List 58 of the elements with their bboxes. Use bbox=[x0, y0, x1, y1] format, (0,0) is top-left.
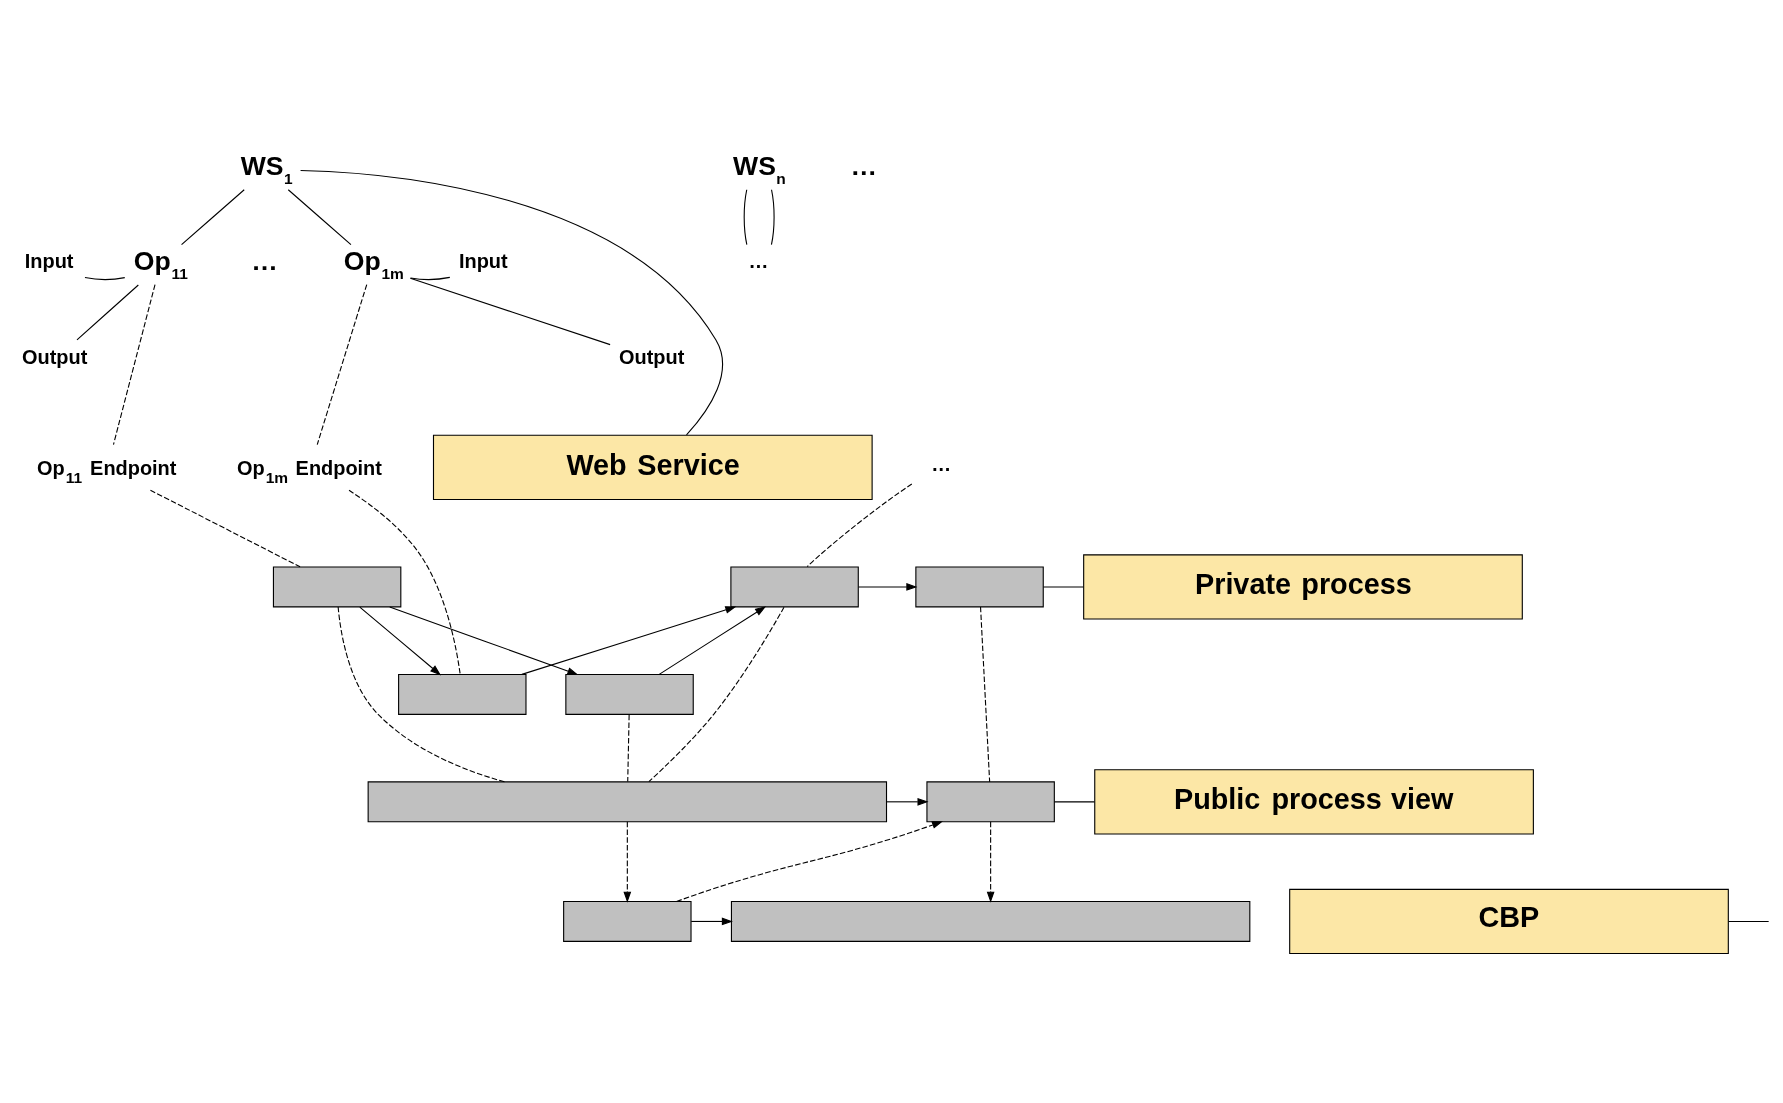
node-bar bbox=[367, 781, 888, 823]
connector bbox=[149, 489, 301, 568]
node-box bbox=[398, 673, 527, 715]
connector bbox=[181, 189, 245, 246]
node-text: Input bbox=[24, 250, 74, 273]
connector bbox=[337, 606, 506, 783]
node-box bbox=[565, 673, 694, 715]
node-text: Op$_{1m}$ bbox=[343, 246, 404, 282]
arrow bbox=[623, 821, 632, 903]
connector bbox=[806, 483, 913, 568]
node-box bbox=[730, 566, 859, 608]
node-box bbox=[926, 781, 1055, 823]
node-box bbox=[272, 566, 402, 608]
node-text: … bbox=[931, 453, 952, 476]
connector bbox=[648, 606, 785, 783]
label: … bbox=[850, 151, 878, 182]
node-text: Input bbox=[458, 250, 508, 273]
connector bbox=[316, 284, 368, 446]
node-box: Private process bbox=[1083, 554, 1523, 620]
arrow bbox=[857, 583, 918, 591]
arrow bbox=[675, 821, 943, 903]
connector bbox=[76, 284, 139, 341]
arrow bbox=[389, 606, 579, 675]
node-box: Public process view bbox=[1094, 769, 1534, 835]
connector bbox=[409, 277, 611, 346]
node-text: Output bbox=[22, 345, 88, 368]
connector bbox=[743, 189, 748, 246]
connector bbox=[348, 489, 461, 675]
arrow bbox=[658, 606, 767, 675]
arrow bbox=[359, 606, 442, 676]
connector bbox=[1042, 586, 1084, 588]
node-text: Output bbox=[619, 345, 685, 368]
arrow bbox=[986, 821, 995, 903]
arrow bbox=[521, 606, 737, 675]
node-box: CBP bbox=[1289, 888, 1729, 955]
connector bbox=[300, 169, 724, 436]
connector bbox=[112, 284, 156, 446]
connector bbox=[770, 189, 775, 246]
node-text: … bbox=[748, 250, 769, 273]
node-text: WS$_{1}$ bbox=[240, 151, 293, 187]
connector bbox=[1728, 920, 1770, 922]
node-text: Op$_{11}$ Endpoint bbox=[36, 456, 177, 487]
node-box: Web Service bbox=[432, 434, 873, 500]
arrow bbox=[690, 917, 733, 926]
node-box bbox=[915, 566, 1044, 608]
node-text: WS$_{n}$ bbox=[733, 151, 786, 187]
node-box bbox=[563, 900, 692, 942]
node-text: Op$_{1m}$ Endpoint bbox=[236, 456, 382, 487]
arrow bbox=[886, 797, 929, 806]
label: … bbox=[251, 246, 278, 277]
connector bbox=[627, 714, 630, 783]
connector bbox=[287, 189, 352, 246]
connector bbox=[980, 606, 991, 783]
node-text: Op$_{11}$ bbox=[133, 246, 188, 282]
connector bbox=[1053, 801, 1096, 803]
connector bbox=[410, 276, 451, 281]
node-bar bbox=[730, 900, 1251, 942]
connector bbox=[84, 277, 126, 281]
